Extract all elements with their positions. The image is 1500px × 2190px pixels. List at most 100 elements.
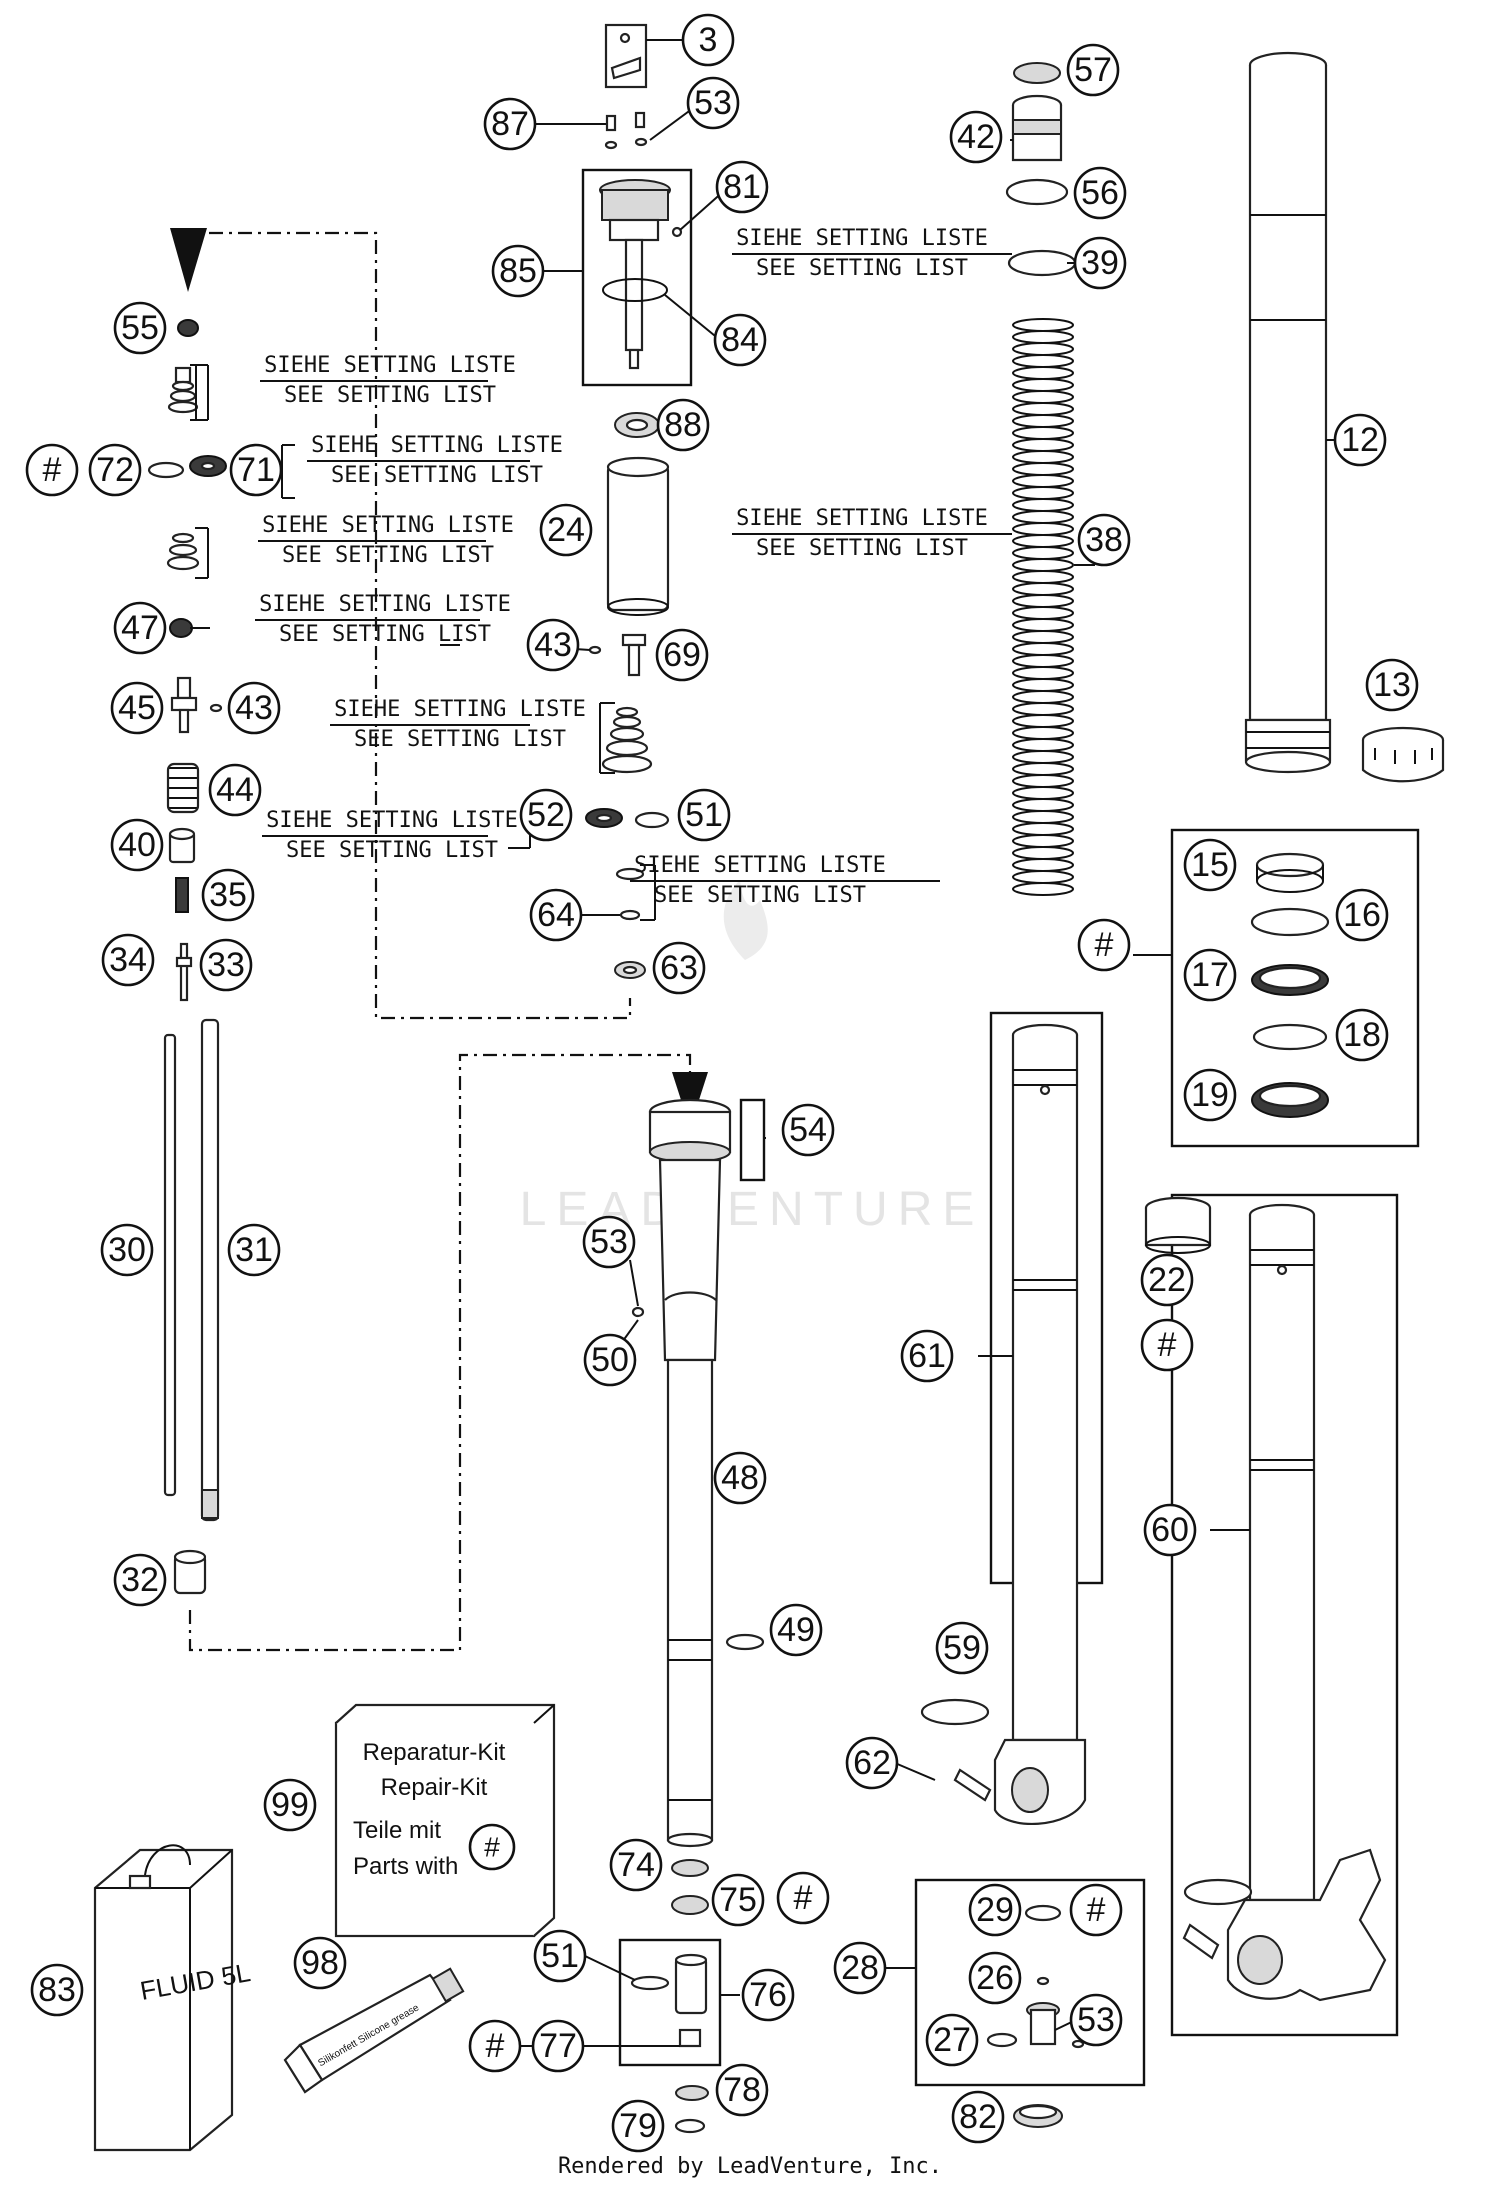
callout-63: 63 (652, 941, 706, 995)
callout-60: 60 (1143, 1503, 1197, 1557)
callout-label: 61 (908, 1337, 946, 1375)
spring-coil (1012, 738, 1074, 752)
shim-stack-center (601, 706, 653, 774)
callout-22: 22 (1140, 1253, 1194, 1307)
callout-43: 43 (227, 681, 281, 735)
spring-coil (1012, 558, 1074, 572)
callout-label: 51 (685, 796, 723, 834)
callout-55: 55 (113, 301, 167, 355)
spring-coil (1012, 654, 1074, 668)
callout-98: 98 (293, 1936, 347, 1990)
setting-note-en: SEE SETTING LIST (282, 543, 494, 568)
setting-note-en: SEE SETTING LIST (331, 463, 543, 488)
spring-coil (1012, 546, 1074, 560)
callout-75: 75 (711, 1873, 765, 1927)
part-55-nut (177, 319, 199, 337)
shim-stack-left-mid (166, 532, 200, 571)
callout-24: 24 (539, 503, 593, 557)
callout-label: 32 (121, 1561, 159, 1599)
part-31-rod (200, 1018, 220, 1522)
part-30-rod (163, 1033, 177, 1497)
assembly-line-lower (188, 1053, 692, 1652)
callout-label: 16 (1343, 896, 1381, 934)
callout-label: 28 (841, 1949, 879, 1987)
callout-label: 75 (719, 1881, 757, 1919)
callout-label: 63 (660, 949, 698, 987)
part-35-spring (175, 877, 189, 913)
part-49-ring (725, 1633, 765, 1651)
spring-coil (1012, 702, 1074, 716)
cartridge-cap-box (581, 168, 693, 387)
callout-label: 78 (723, 2071, 761, 2109)
callout-62: 62 (845, 1736, 899, 1790)
spring-coil (1012, 522, 1074, 536)
spring-coil (1012, 402, 1074, 416)
part-87-53-screws (604, 111, 648, 150)
spring-coil (1012, 882, 1074, 896)
spring-coil (1012, 714, 1074, 728)
callout-label: 31 (235, 1231, 273, 1269)
callout-kit-symbol: # (776, 1871, 830, 1925)
part-85-cartridge-cap (599, 179, 683, 370)
spring-coil (1012, 642, 1074, 656)
spring-coil (1012, 534, 1074, 548)
spring-coil (1012, 582, 1074, 596)
callout-label: # (794, 1879, 813, 1917)
callout-50: 50 (583, 1333, 637, 1387)
spring-coil (1012, 666, 1074, 680)
callout-30: 30 (100, 1223, 154, 1277)
part-61-outer-tube (953, 1023, 1087, 1826)
setting-note-de: SIEHE SETTING LISTE (634, 853, 886, 878)
callout-label: # (43, 451, 62, 489)
callout-85: 85 (491, 244, 545, 298)
callout-77: 77 (531, 2019, 585, 2073)
part-52-piston (585, 808, 623, 828)
spring-coil (1012, 870, 1074, 884)
callout-label: 74 (617, 1846, 655, 1884)
part-19-dust-seal (1251, 1082, 1329, 1118)
part-22-bushing (1144, 1196, 1212, 1254)
spring-coil (1012, 570, 1074, 584)
setting-note-de: SIEHE SETTING LISTE (266, 808, 518, 833)
part-78-79-seals (674, 2085, 709, 2134)
shim-stack-left-top (167, 366, 199, 414)
spring-coil (1012, 858, 1074, 872)
callout-label: # (486, 2027, 505, 2065)
part-83-fluid-can: FLUID 5L (93, 1844, 253, 2152)
spring-coil (1012, 378, 1074, 392)
setting-note-en: SEE SETTING LIST (279, 622, 491, 647)
setting-note-en: SEE SETTING LIST (284, 383, 496, 408)
callout-label: 79 (619, 2107, 657, 2145)
part-48-damper-tube (648, 1098, 732, 1848)
callout-18: 18 (1335, 1008, 1389, 1062)
callout-57: 57 (1066, 43, 1120, 97)
spring-coil (1012, 342, 1074, 356)
spring-coil (1012, 486, 1074, 500)
part-57-ring (1013, 62, 1061, 84)
spring-coil (1012, 462, 1074, 476)
spring-coil (1012, 810, 1074, 824)
callout-35: 35 (201, 868, 255, 922)
callout-label: 53 (694, 84, 732, 122)
setting-note-de: SIEHE SETTING LISTE (264, 353, 516, 378)
repair-kit-symbol: # (484, 1832, 500, 1863)
callout-kit-symbol: # (25, 443, 79, 497)
repair-kit-line2: Repair-Kit (381, 1774, 488, 1801)
callout-label: # (1158, 1326, 1177, 1364)
callout-51: 51 (677, 788, 731, 842)
callout-76: 76 (741, 1968, 795, 2022)
callout-16: 16 (1335, 888, 1389, 942)
callout-label: 64 (537, 896, 575, 934)
part-76-bleed-valve (630, 1953, 708, 2048)
callout-label: 39 (1081, 244, 1119, 282)
callout-34: 34 (101, 933, 155, 987)
callout-31: 31 (227, 1223, 281, 1277)
callout-label: 45 (118, 689, 156, 727)
callout-label: 71 (237, 451, 275, 489)
part-99-repair-kit: Reparatur-Kit Repair-Kit Teile mit Parts… (334, 1703, 556, 1938)
